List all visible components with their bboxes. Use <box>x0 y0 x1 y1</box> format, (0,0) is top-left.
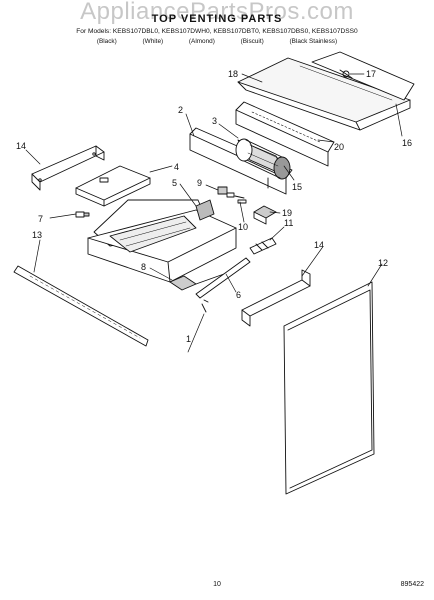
switch-parts <box>217 186 247 204</box>
watermark: AppliancePartsPros.com <box>80 0 354 25</box>
blower-motor <box>235 138 291 180</box>
side-panel <box>283 281 375 495</box>
callout-5: 5 <box>172 178 177 188</box>
vent-bracket <box>311 51 415 101</box>
clip <box>75 211 90 218</box>
callout-18: 18 <box>228 69 238 79</box>
top-vent-panel <box>237 57 411 131</box>
color-label: (Black Stainless) <box>289 38 338 45</box>
front-trim-strip <box>13 265 149 347</box>
color-line: (Black) (White) (Almond) (Biscuit) (Blac… <box>0 38 434 45</box>
callout-3: 3 <box>212 116 217 126</box>
callout-20: 20 <box>334 142 344 152</box>
color-label: (Black) <box>96 38 117 45</box>
callout-10: 10 <box>238 222 248 232</box>
callout-1: 1 <box>186 334 191 344</box>
callout-11: 11 <box>284 218 293 228</box>
callout-19: 19 <box>282 208 292 218</box>
callout-15: 15 <box>292 182 302 192</box>
callout-17: 17 <box>366 69 376 79</box>
color-label: (White) <box>142 38 164 45</box>
color-label: (Biscuit) <box>240 38 264 45</box>
color-label: (Almond) <box>188 38 215 45</box>
lower-right-bracket <box>241 269 311 327</box>
callout-16: 16 <box>402 138 412 148</box>
callout-7: 7 <box>38 214 43 224</box>
callout-6: 6 <box>236 290 241 300</box>
models-line: For Models: KEBS107DBL0, KEBS107DWH0, KE… <box>76 28 358 35</box>
support-rail <box>195 257 251 299</box>
oven-top-housing <box>87 199 237 283</box>
callout-14: 14 <box>16 141 26 151</box>
page-number: 10 <box>213 581 221 588</box>
wiring-harness <box>249 237 277 255</box>
sensor-probe <box>169 273 225 291</box>
terminal-block <box>253 205 277 225</box>
upper-left-bracket <box>31 145 105 191</box>
callout-4: 4 <box>174 162 179 172</box>
callout-2: 2 <box>178 105 183 115</box>
callout-numbers: 1 2 3 4 5 6 7 8 9 10 11 12 13 14 14 15 1… <box>16 69 412 344</box>
callout-9: 9 <box>197 178 202 188</box>
callout-8: 8 <box>141 262 146 272</box>
callout-13: 13 <box>32 230 42 240</box>
page-title: TOP VENTING PARTS <box>151 13 283 25</box>
callout-12: 12 <box>378 258 388 268</box>
callout-14: 14 <box>314 240 324 250</box>
diagram-code: 895422 <box>400 581 424 588</box>
leader-lines <box>25 73 403 353</box>
thermostat-plate <box>75 165 151 207</box>
screw <box>201 299 209 313</box>
